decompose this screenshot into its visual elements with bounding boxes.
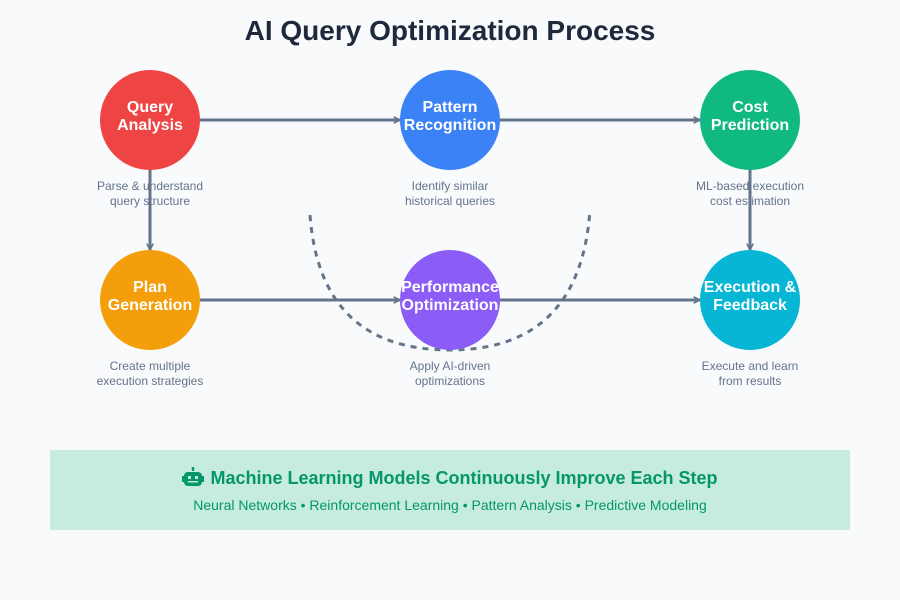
banner-subtitle: Neural Networks • Reinforcement Learning… xyxy=(193,497,707,513)
node-label: Cost xyxy=(732,99,768,116)
node-description: Apply AI-driven xyxy=(410,359,491,373)
robot-icon xyxy=(182,467,205,489)
node-description: optimizations xyxy=(415,374,485,388)
banner-title: Machine Learning Models Continuously Imp… xyxy=(50,467,850,489)
node-description: Create multiple xyxy=(110,359,191,373)
node-label: Execution & xyxy=(704,279,797,296)
node-circle xyxy=(400,70,500,170)
ml-banner: Machine Learning Models Continuously Imp… xyxy=(50,450,850,530)
node-circle xyxy=(700,70,800,170)
node-label: Generation xyxy=(108,297,192,314)
node-label: Performance xyxy=(401,279,499,296)
node-circle xyxy=(400,250,500,350)
node-label: Feedback xyxy=(713,297,787,314)
node-description: historical queries xyxy=(405,194,495,208)
page-title: AI Query Optimization Process xyxy=(245,15,656,46)
node-description: Identify similar xyxy=(412,179,489,193)
node-circle xyxy=(100,250,200,350)
node-description: cost estimation xyxy=(710,194,790,208)
node-label: Query xyxy=(127,99,173,116)
node-label: Recognition xyxy=(404,117,496,134)
node-label: Pattern xyxy=(422,99,477,116)
node-circle xyxy=(100,70,200,170)
node-description: from results xyxy=(719,374,782,388)
node-label: Analysis xyxy=(117,117,183,134)
node-description: Parse & understand xyxy=(97,179,203,193)
node-circle xyxy=(700,250,800,350)
banner-title-text: Machine Learning Models Continuously Imp… xyxy=(210,467,718,488)
node-label: Prediction xyxy=(711,117,789,134)
node-description: ML-based execution xyxy=(696,179,804,193)
node-description: execution strategies xyxy=(97,374,204,388)
node-description: query structure xyxy=(110,194,190,208)
node-label: Optimization xyxy=(402,297,499,314)
node-label: Plan xyxy=(133,279,167,296)
node-description: Execute and learn xyxy=(702,359,799,373)
